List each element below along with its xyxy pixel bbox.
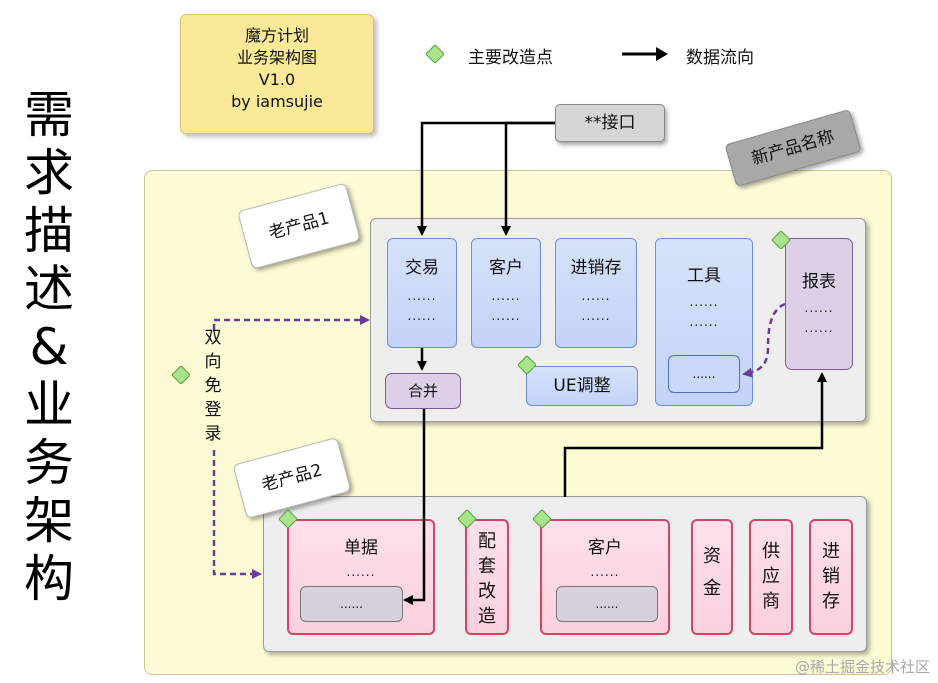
inventory-char: 进	[822, 541, 840, 562]
config-char: 造	[478, 606, 496, 627]
watermark: @稀土掘金技术社区	[794, 658, 930, 676]
side-title-char: 求	[24, 144, 74, 202]
merge-to-bill-arrow	[403, 409, 426, 605]
customer-inner-box: ......	[556, 586, 658, 622]
side-title: 需 求 描 述 & 业 务 架 构	[14, 86, 84, 608]
module-title: 工具	[687, 266, 721, 286]
ue-adjust-box: UE调整	[526, 366, 638, 406]
config-char: 套	[478, 556, 496, 577]
module-inventory: 进销存 ...... ......	[555, 238, 637, 348]
report-to-tools-arrow	[742, 302, 786, 378]
module-line: ......	[590, 565, 620, 579]
module-supplier: 供 应 商	[749, 519, 793, 635]
module-config: 配 套 改 造	[465, 519, 509, 635]
module-funds: 资 金	[691, 519, 733, 635]
side-title-char: 业	[24, 376, 74, 434]
side-title-char: 架	[24, 492, 74, 550]
module-title: 单据	[344, 538, 378, 558]
module-report: 报表 ...... ......	[785, 238, 853, 370]
module-line: ......	[689, 315, 719, 329]
interface-to-trade-arrow	[417, 121, 555, 236]
side-title-char: 描	[24, 202, 74, 260]
note-line: by iamsujie	[231, 92, 323, 111]
sso-char: 免	[204, 376, 222, 396]
module-title: 报表	[802, 272, 836, 292]
module-title: 交易	[405, 258, 439, 278]
tools-inner-box: ......	[668, 355, 740, 393]
module-trade: 交易 ...... ......	[387, 238, 457, 348]
module-line: ......	[581, 289, 611, 303]
note-line: 魔方计划	[244, 26, 309, 45]
side-title-char: 务	[24, 434, 74, 492]
module-line: ......	[491, 289, 521, 303]
supplier-char: 应	[762, 566, 780, 587]
inventory-char: 存	[822, 591, 840, 612]
sso-label: 双 向 免 登 录	[201, 326, 225, 446]
side-title-char: &	[29, 318, 69, 376]
module-line: ......	[689, 295, 719, 309]
module-line: ......	[491, 309, 521, 323]
sso-char: 录	[204, 424, 222, 444]
module-line: ......	[407, 309, 437, 323]
interface-tag: **接口	[555, 104, 665, 142]
module-line: ......	[407, 289, 437, 303]
legend-flow-label: 数据流向	[686, 48, 754, 68]
module-title: 客户	[588, 538, 622, 558]
merge-box: 合并	[385, 373, 461, 409]
bill-inner-box: ......	[300, 586, 403, 622]
side-title-char: 需	[24, 86, 74, 144]
customer2-to-report-arrow	[563, 372, 827, 497]
note-line: V1.0	[258, 70, 296, 89]
sso-char: 登	[204, 400, 222, 420]
config-char: 改	[478, 581, 496, 602]
module-title: 客户	[489, 258, 523, 278]
legend-point-label: 主要改造点	[468, 48, 553, 68]
module-line: ......	[581, 309, 611, 323]
sso-char: 双	[204, 328, 222, 348]
supplier-char: 商	[762, 591, 780, 612]
config-char: 配	[478, 531, 496, 552]
sso-top-arrow	[212, 315, 370, 330]
supplier-char: 供	[762, 541, 780, 562]
module-line: ......	[346, 565, 376, 579]
module-line: ......	[804, 301, 834, 315]
module-inventory2: 进 销 存	[809, 519, 853, 635]
inventory-char: 销	[822, 566, 840, 587]
funds-char: 资	[703, 546, 721, 567]
sso-char: 向	[204, 352, 222, 372]
module-line: ......	[804, 321, 834, 335]
legend-arrow-icon	[622, 47, 668, 61]
side-title-char: 述	[24, 260, 74, 318]
module-customer: 客户 ...... ......	[471, 238, 541, 348]
sso-bottom-arrow	[212, 450, 262, 579]
interface-to-customer-arrow	[501, 121, 555, 236]
note-line: 业务架构图	[236, 48, 317, 67]
funds-char: 金	[703, 578, 721, 599]
version-note: 魔方计划 业务架构图 V1.0 by iamsujie	[180, 14, 374, 134]
module-title: 进销存	[570, 258, 622, 278]
side-title-char: 构	[24, 550, 74, 608]
